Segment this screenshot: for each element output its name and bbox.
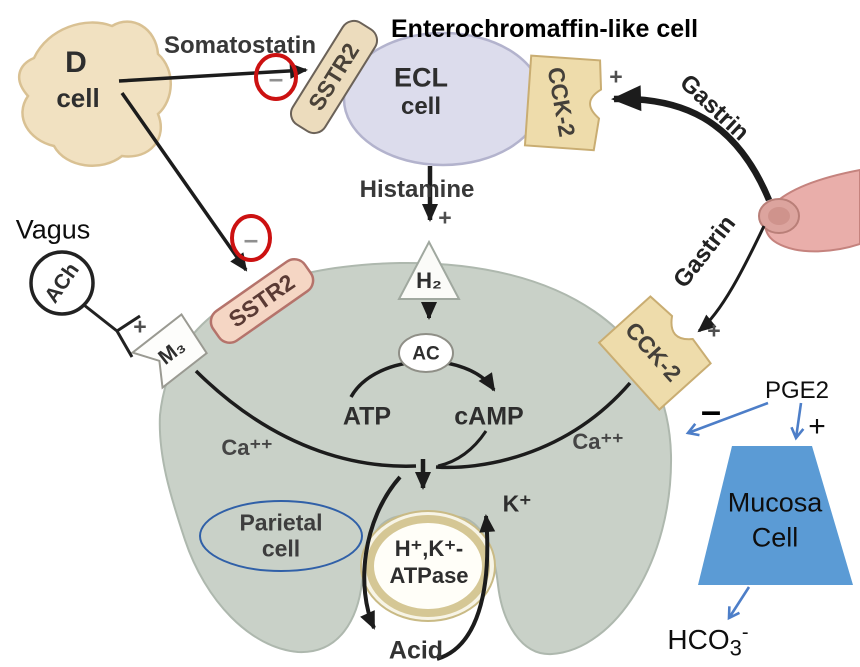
d-cell-label-line2: cell: [56, 83, 100, 113]
plus-sign-gastrin-ecl: +: [609, 63, 623, 90]
ecl-cell-body: [342, 31, 544, 167]
cck2-parietal-receptor: [597, 295, 712, 411]
mucosa-cell-label-line1: Mucosa: [727, 487, 823, 518]
inhibition-circle-parietal: [230, 214, 272, 262]
parietal-cell-body: [158, 261, 673, 656]
gastrin-to-ecl-arrow: [611, 85, 773, 202]
parietal-label-ellipse: [199, 500, 363, 572]
minus-sign-parietal: –: [243, 224, 259, 254]
cck2-ecl-receptor: [523, 54, 603, 152]
inhibition-circle-somatostatin: [254, 53, 298, 101]
camp-label: cAMP: [454, 402, 524, 431]
atp-label: ATP: [342, 402, 392, 431]
mucosa-cell-body: [698, 446, 853, 585]
potassium-label: K⁺: [502, 490, 532, 517]
sstr2-ecl-receptor: [290, 19, 378, 135]
cck2-signal-curve: [435, 381, 632, 470]
atpase-label-line2: ATPase: [389, 563, 469, 588]
somatostatin-arrow: [118, 62, 308, 83]
ecl-cell-label-line1: ECL: [394, 62, 448, 93]
plus-sign-histamine: +: [438, 204, 452, 231]
hco3-subscript: 3: [729, 635, 742, 661]
histamine-label: Histamine: [359, 176, 475, 203]
acid-label: Acid: [388, 636, 444, 665]
potassium-return-arrow: [436, 514, 496, 661]
dcell-to-parietal-arrow: [120, 91, 248, 272]
plus-sign-ach: +: [133, 313, 147, 340]
camp-signal-curve: [437, 430, 488, 468]
minus-sign-somatostatin: –: [268, 63, 284, 93]
pge2-plus-sign: +: [808, 410, 826, 443]
sstr2-parietal-receptor: [209, 257, 315, 345]
ecl-cell-label-line2: cell: [400, 93, 442, 120]
gastrin-source-endcap-inner: [768, 207, 790, 225]
atpase-label-line1: H⁺,K⁺-: [394, 536, 464, 561]
pge2-minus-sign: –: [700, 390, 722, 431]
somatostatin-label: Somatostatin: [163, 32, 317, 59]
hco3-secretion-arrow: [727, 586, 751, 621]
ach-vesicle-circle: [29, 250, 95, 316]
mucosa-cell-label-line2: Cell: [751, 522, 799, 553]
gastrin-to-parietal-arrow: [697, 225, 766, 333]
ca-right-label: Ca⁺⁺: [572, 429, 624, 454]
plus-sign-gastrin-parietal: +: [707, 317, 721, 344]
h2-receptor-triangle: [397, 239, 461, 300]
pge2-stimulate-arrow: [790, 402, 805, 441]
acid-secretion-arrow: [360, 475, 402, 630]
ca-left-label: Ca⁺⁺: [221, 435, 273, 460]
ac-label: AC: [412, 343, 440, 365]
parietal-cell-label-line2: cell: [261, 535, 301, 562]
adenylate-cyclase-oval: [398, 333, 454, 373]
parietal-cell-label-line1: Parietal: [239, 509, 323, 536]
d-cell-label-line1: D: [65, 46, 87, 79]
pge2-inhibit-arrow: [685, 401, 769, 437]
hco3-base: HCO: [667, 623, 730, 655]
m3-signal-curve: [194, 369, 417, 468]
d-cell-body: [17, 20, 172, 167]
vagus-label: Vagus: [15, 214, 91, 245]
hco3-superscript: -: [741, 621, 749, 644]
m3-receptor: [130, 312, 208, 390]
vagus-nerve-fork: [83, 303, 141, 358]
h2-receptor-label: H₂: [416, 268, 442, 293]
diagram-title: Enterochromaffin-like cell: [391, 15, 699, 43]
pge2-label: PGE2: [764, 377, 830, 404]
hco3-label: HCO3-: [667, 623, 748, 660]
